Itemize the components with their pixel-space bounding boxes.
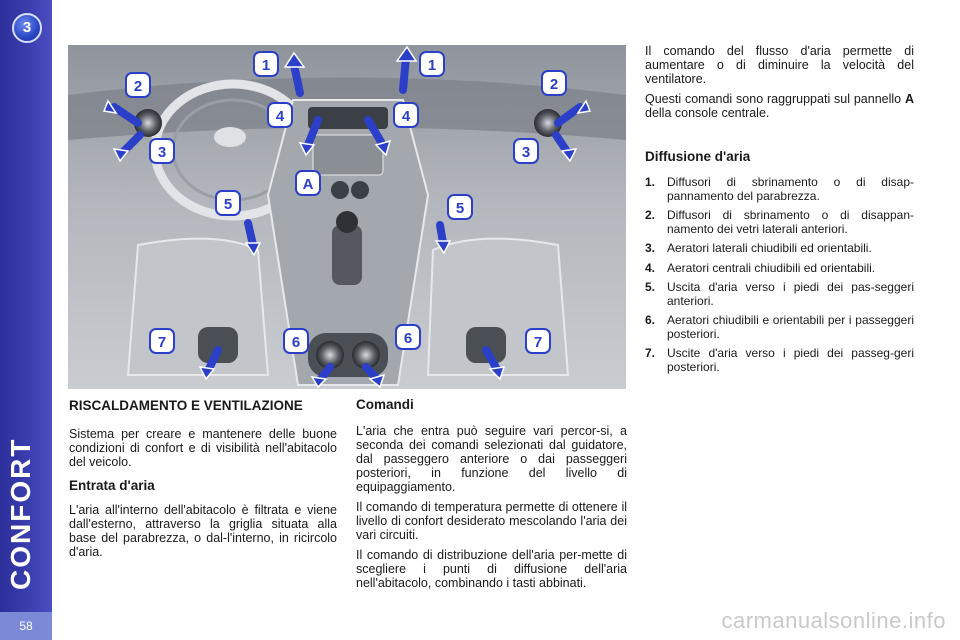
entrata-paragraph: L'aria all'interno dell'abitacolo è filt… (69, 503, 337, 559)
callout-1-left: 1 (253, 51, 279, 77)
svg-text:3: 3 (158, 144, 166, 161)
svg-text:2: 2 (134, 78, 142, 95)
callout-2-left: 2 (125, 72, 151, 98)
flow-control-paragraph: Il comando del flusso d'aria permette di… (645, 44, 914, 86)
comandi-paragraph: L'aria che entra può seguire vari percor… (356, 424, 627, 494)
svg-text:4: 4 (402, 108, 411, 125)
svg-text:7: 7 (158, 334, 166, 351)
svg-text:1: 1 (428, 57, 436, 74)
callout-7-left: 7 (149, 328, 175, 354)
callout-5-left: 5 (215, 190, 241, 216)
callout-7-right: 7 (525, 328, 551, 354)
list-item: 3.Aeratori laterali chiudibili ed orient… (645, 241, 872, 255)
list-item: 7.Uscite d'aria verso i piedi dei passeg… (645, 346, 914, 374)
intro-paragraph: Sistema per creare e mantenere delle buo… (69, 427, 337, 469)
section-label: CONFORT (5, 437, 36, 590)
left-column: RISCALDAMENTO E VENTILAZIONE Sistema per… (69, 398, 337, 565)
svg-text:6: 6 (404, 330, 412, 347)
callout-6-right: 6 (395, 324, 421, 350)
list-item: 1.Diffusori di sbrinamento o di disap-pa… (645, 175, 914, 203)
svg-text:A: A (303, 176, 314, 193)
callout-1-right: 1 (419, 51, 445, 77)
svg-text:2: 2 (550, 76, 558, 93)
svg-text:4: 4 (276, 108, 285, 125)
diffusion-list: 1.Diffusori di sbrinamento o di disap-pa… (645, 175, 914, 374)
svg-text:5: 5 (456, 200, 464, 217)
callout-3-right: 3 (513, 138, 539, 164)
callout-a: A (295, 170, 321, 196)
dashboard-air-diffusion-illustration: 1 1 2 2 3 3 4 4 A 5 5 6 6 7 7 (68, 45, 626, 389)
comandi-paragraph: Il comando di distribuzione dell'aria pe… (356, 548, 627, 590)
heading-entrata: Entrata d'aria (69, 478, 155, 493)
footer-watermark: carmanualsonline.info (721, 608, 946, 633)
chapter-sidebar: 3 CONFORT 58 (0, 0, 52, 640)
list-item: 4.Aeratori centrali chiudibili ed orient… (645, 260, 876, 275)
callout-2-right: 2 (541, 70, 567, 96)
callout-4-left: 4 (267, 102, 293, 128)
comandi-paragraph: Il comando di temperatura permette di ot… (356, 500, 627, 542)
svg-text:3: 3 (522, 144, 530, 161)
callout-6-left: 6 (283, 328, 309, 354)
callout-5-right: 5 (447, 194, 473, 220)
svg-text:6: 6 (292, 334, 300, 351)
panel-paragraph: Questi comandi sono raggruppati sul pann… (645, 92, 914, 120)
heading-comandi: Comandi (356, 397, 414, 412)
middle-column: Comandi L'aria che entra può seguire var… (356, 398, 627, 596)
list-item: 6.Aeratori chiudibili e orientabili per … (645, 313, 914, 341)
heading-diffusione: Diffusione d'aria (645, 149, 751, 164)
svg-text:1: 1 (262, 57, 270, 74)
page-number: 58 (0, 612, 52, 640)
callout-4-right: 4 (393, 102, 419, 128)
svg-text:7: 7 (534, 334, 542, 351)
callout-3-left: 3 (149, 138, 175, 164)
panel-label: A (904, 92, 914, 106)
chapter-number-badge: 3 (12, 13, 42, 43)
section-title: RISCALDAMENTO E VENTILAZIONE (69, 398, 303, 413)
right-column: Il comando del flusso d'aria permette di… (645, 44, 914, 380)
list-item: 5.Uscita d'aria verso i piedi dei pas-se… (645, 280, 914, 308)
list-item: 2.Diffusori di sbrinamento o di disappan… (645, 208, 914, 236)
svg-text:5: 5 (224, 196, 232, 213)
